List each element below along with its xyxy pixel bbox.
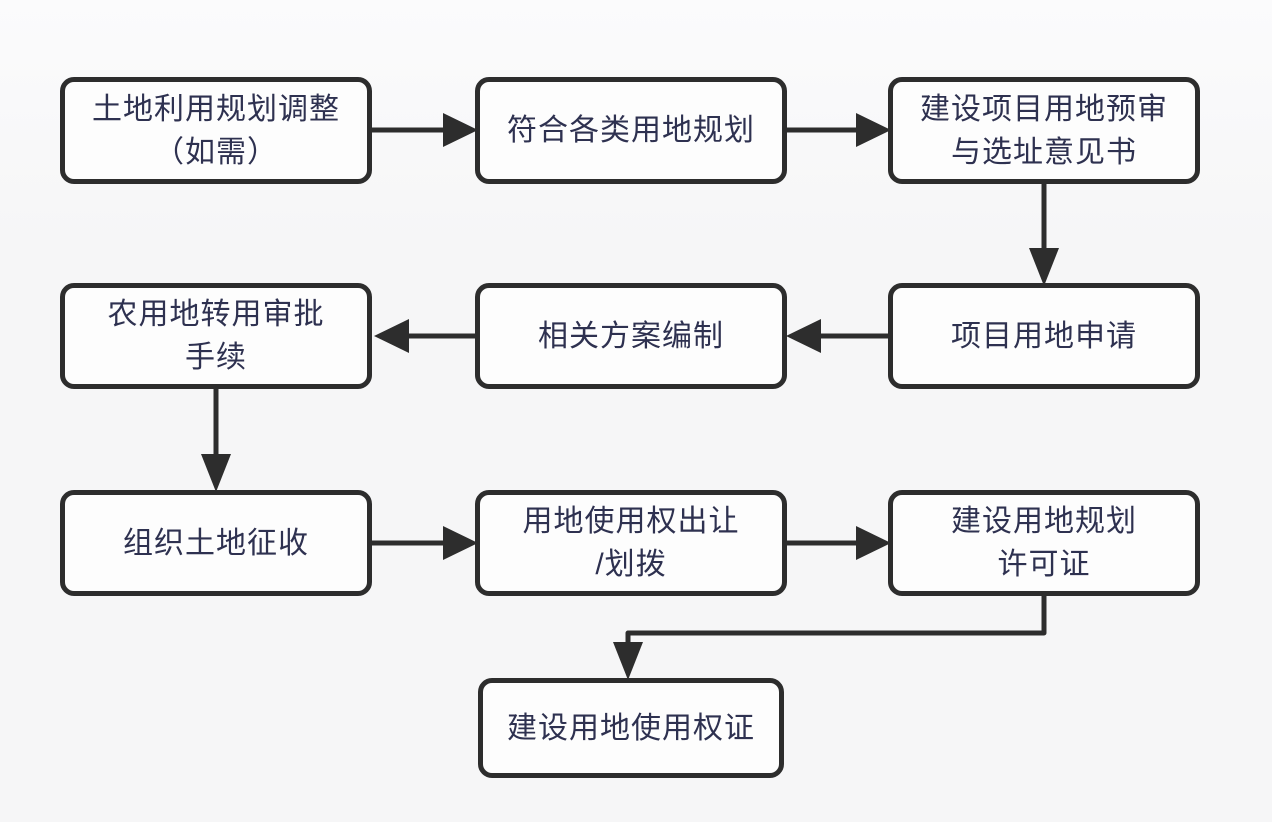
node-land-plan-adjustment: 土地利用规划调整 （如需）: [60, 77, 372, 184]
node-farmland-conversion-label: 农用地转用审批 手续: [107, 298, 325, 374]
node-conform-planning: 符合各类用地规划: [475, 77, 787, 184]
node-plan-preparation-label: 相关方案编制: [538, 319, 724, 353]
node-preliminary-review-label: 建设项目用地预审 与选址意见书: [920, 92, 1168, 169]
arrow-permit-to-certificate: [613, 596, 1047, 680]
node-use-right-transfer-label: 用地使用权出让 /划拨: [522, 505, 740, 581]
node-land-application: 项目用地申请: [888, 283, 1200, 389]
arrow-plan-to-convert: [374, 319, 475, 353]
node-use-right-transfer: 用地使用权出让 /划拨: [475, 490, 787, 596]
arrow-transfer-to-permit: [787, 526, 891, 560]
node-land-expropriation: 组织土地征收: [60, 490, 372, 596]
node-farmland-conversion: 农用地转用审批 手续: [60, 283, 372, 389]
arrow-convert-to-expropriate: [201, 389, 231, 492]
node-preliminary-review: 建设项目用地预审 与选址意见书: [888, 77, 1200, 184]
arrow-apply-to-plan: [786, 319, 888, 353]
node-land-plan-adjustment-label: 土地利用规划调整 （如需）: [92, 92, 340, 169]
node-land-expropriation-label: 组织土地征收: [123, 526, 309, 560]
arrow-adjust-to-conform: [372, 113, 478, 147]
node-plan-preparation: 相关方案编制: [475, 283, 787, 389]
node-conform-planning-label: 符合各类用地规划: [507, 114, 755, 147]
node-land-application-label: 项目用地申请: [951, 319, 1137, 353]
node-planning-permit: 建设用地规划 许可证: [888, 490, 1200, 596]
node-use-right-certificate-label: 建设用地使用权证: [507, 711, 755, 745]
node-planning-permit-label: 建设用地规划 许可证: [951, 505, 1137, 581]
arrow-preview-to-apply: [1029, 183, 1059, 286]
node-use-right-certificate: 建设用地使用权证: [478, 678, 784, 778]
arrow-conform-to-preview: [787, 113, 891, 147]
arrow-expropriate-to-transfer: [372, 526, 478, 560]
